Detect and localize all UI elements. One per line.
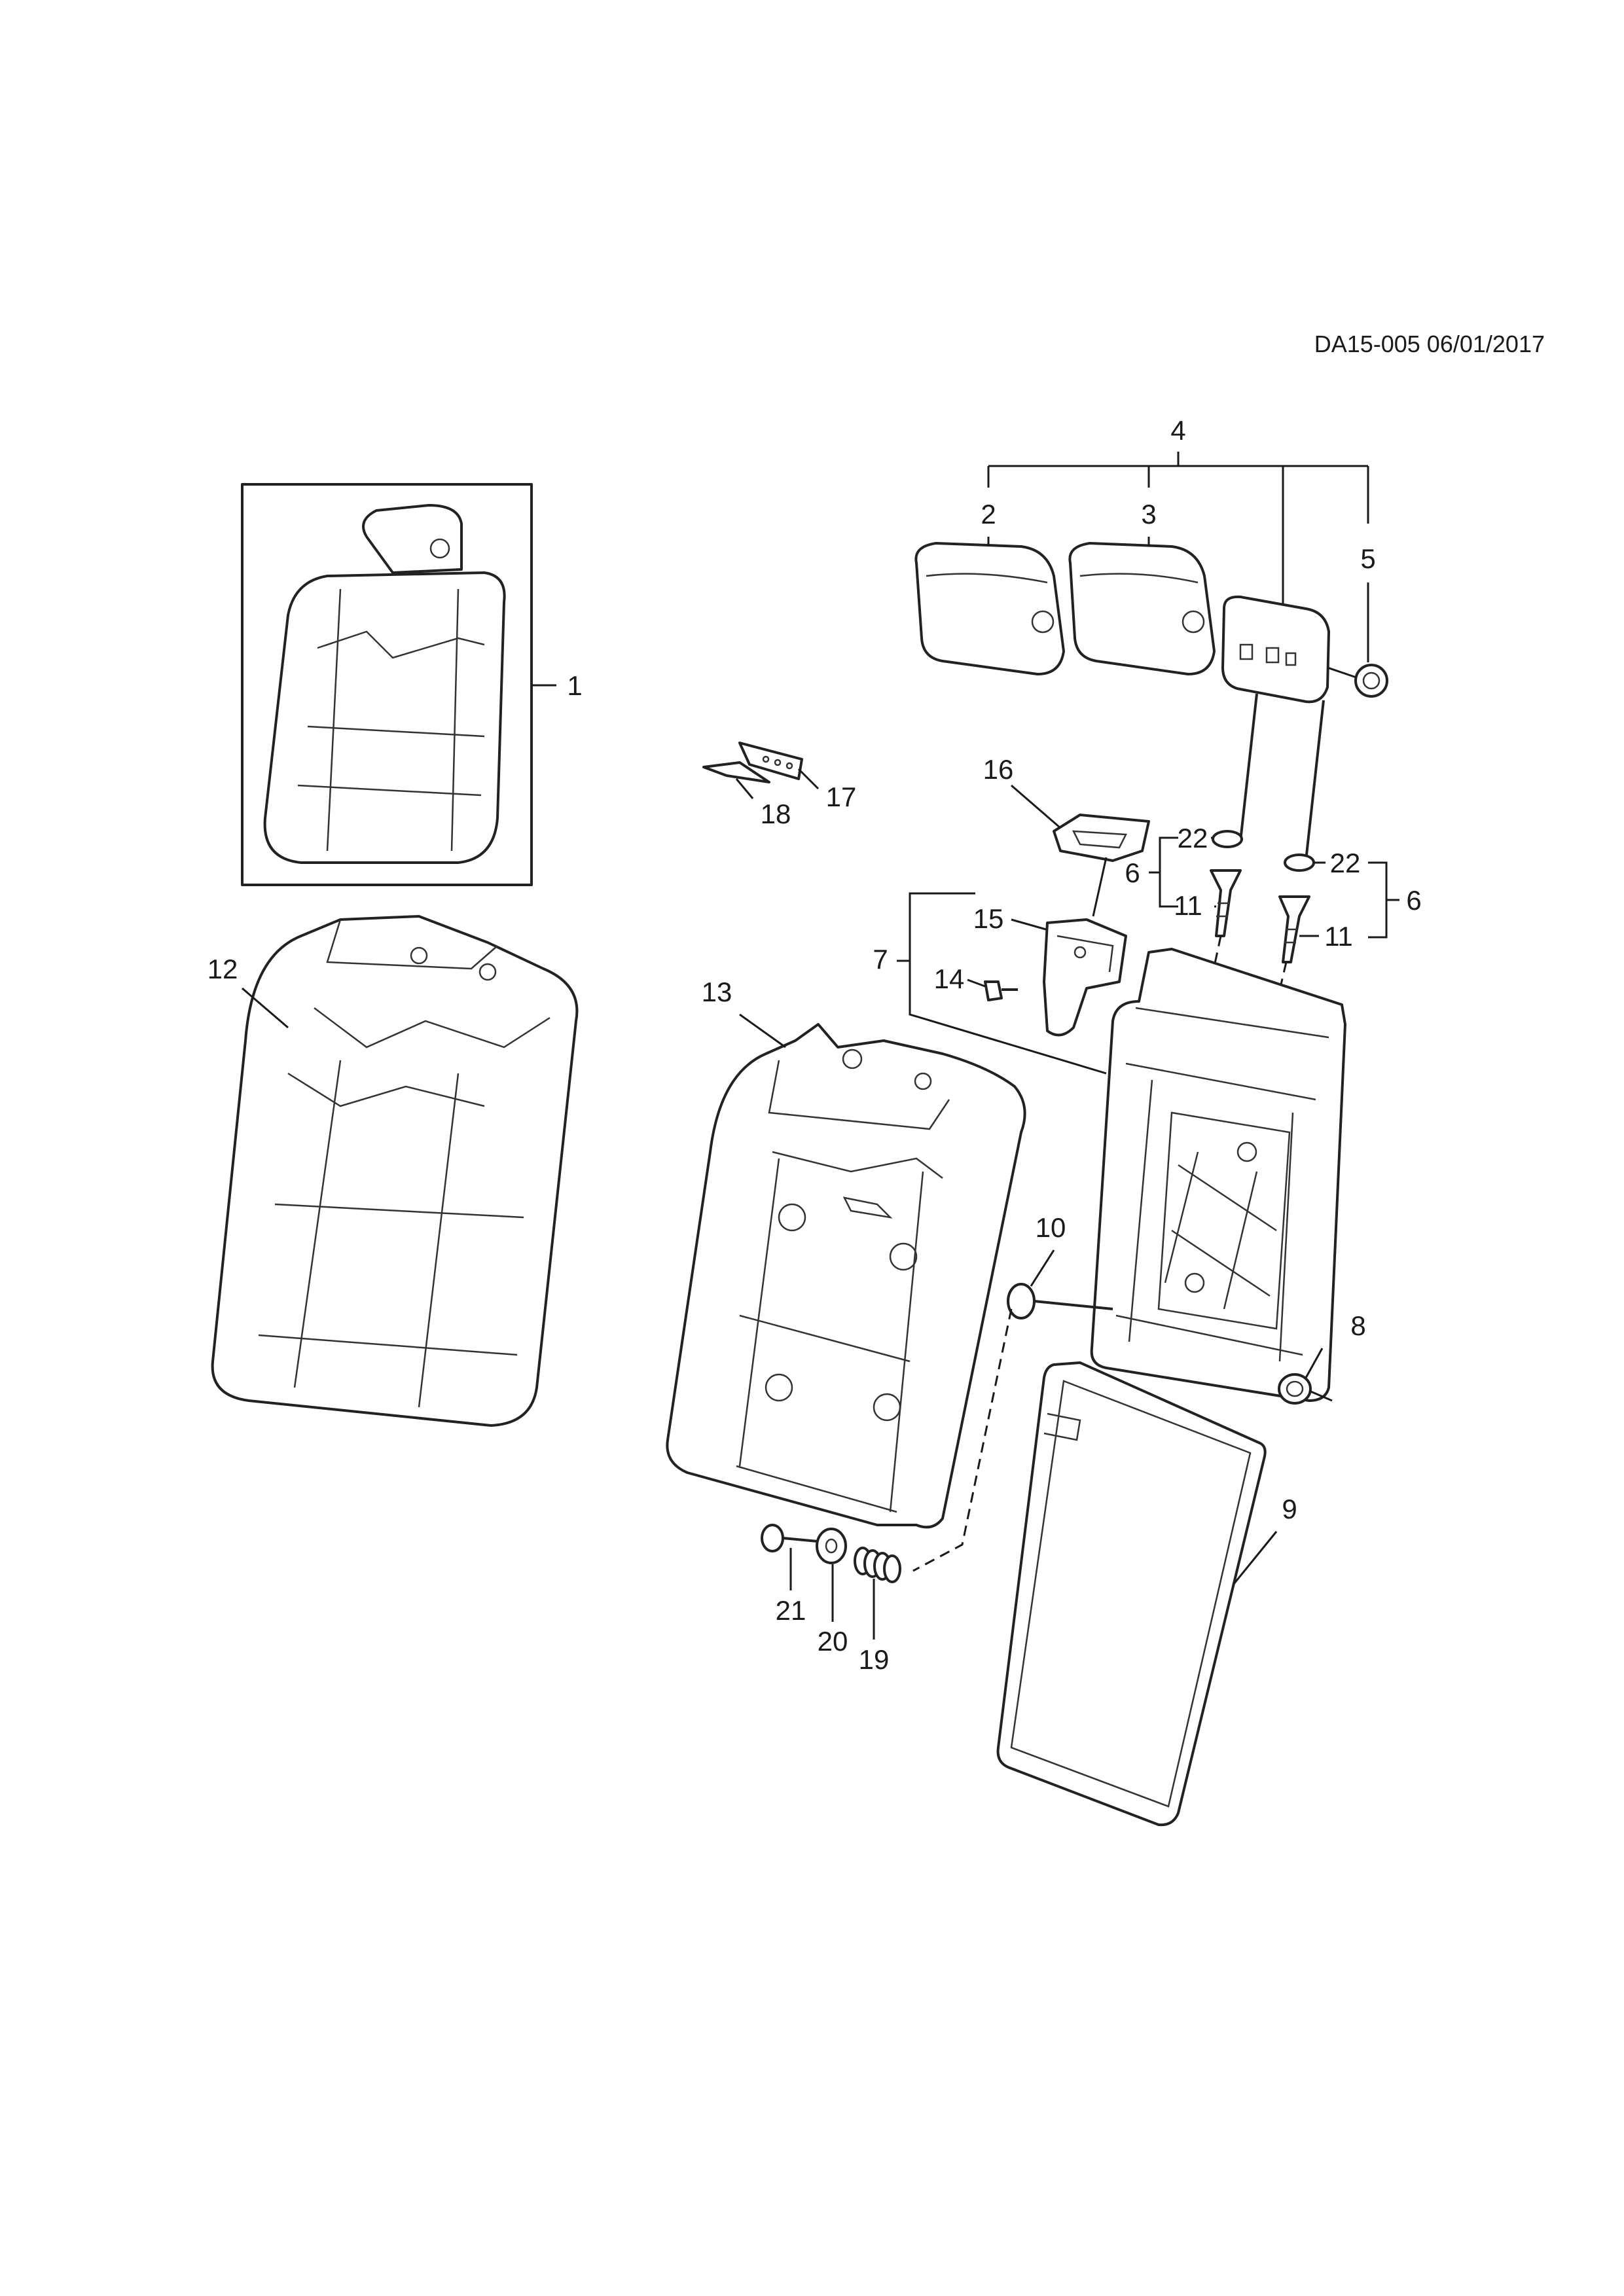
callout-6-right: 6 bbox=[1406, 885, 1421, 916]
part-6-bracket-left bbox=[1149, 836, 1178, 908]
part-15-latch[interactable] bbox=[1043, 918, 1127, 1037]
callout-16: 16 bbox=[983, 754, 1014, 785]
part-20-washer[interactable] bbox=[816, 1528, 847, 1564]
part-6-bracket-right bbox=[1368, 861, 1399, 939]
callout-20: 20 bbox=[818, 1626, 848, 1657]
part-16-release-cover[interactable] bbox=[1053, 814, 1150, 862]
callout-3: 3 bbox=[1141, 499, 1156, 529]
callout-15: 15 bbox=[973, 903, 1004, 934]
callout-14: 14 bbox=[934, 963, 965, 994]
part-12-seat-back-cover[interactable] bbox=[211, 915, 579, 1427]
callout-21: 21 bbox=[776, 1595, 806, 1626]
part-3-headrest[interactable] bbox=[1068, 542, 1216, 675]
part-18-pad[interactable] bbox=[702, 761, 770, 783]
part-4-headrest-assembly-bracket bbox=[987, 452, 1369, 609]
callout-5: 5 bbox=[1360, 543, 1375, 574]
callout-8: 8 bbox=[1350, 1310, 1365, 1341]
callout-2: 2 bbox=[981, 499, 996, 529]
part-14-screw[interactable] bbox=[984, 980, 1018, 1001]
part-11-guide-insert-right[interactable] bbox=[1278, 895, 1310, 963]
callout-12: 12 bbox=[208, 954, 238, 984]
callout-22-right: 22 bbox=[1330, 848, 1361, 878]
seat-back-frame[interactable] bbox=[1090, 948, 1346, 1402]
callout-18: 18 bbox=[761, 798, 791, 829]
part-22-washer-right[interactable] bbox=[1284, 853, 1326, 872]
callout-13: 13 bbox=[702, 977, 732, 1007]
callout-17: 17 bbox=[826, 781, 857, 812]
part-22-washer-left[interactable] bbox=[1211, 830, 1243, 848]
part-17-clip[interactable] bbox=[738, 742, 803, 780]
callout-7: 7 bbox=[873, 944, 888, 975]
part-11-guide-insert-left[interactable] bbox=[1210, 869, 1242, 937]
part-21-bolt[interactable] bbox=[761, 1524, 825, 1552]
callout-11-right: 11 bbox=[1324, 921, 1353, 952]
callout-9: 9 bbox=[1282, 1494, 1297, 1524]
part-5-guide-sleeve[interactable] bbox=[1327, 664, 1388, 698]
part-8-pivot-bushing[interactable] bbox=[1278, 1373, 1312, 1405]
callout-4: 4 bbox=[1170, 415, 1185, 446]
callout-10: 10 bbox=[1036, 1212, 1066, 1243]
part-13-seat-back-pad[interactable] bbox=[666, 1023, 1026, 1529]
headrest-with-guide-rods[interactable] bbox=[1221, 595, 1330, 861]
callout-19: 19 bbox=[859, 1644, 890, 1675]
callout-1: 1 bbox=[567, 670, 582, 701]
callout-6-left: 6 bbox=[1125, 857, 1140, 888]
callout-11-left: 11 bbox=[1174, 890, 1202, 921]
document-reference: DA15-005 06/01/2017 bbox=[1314, 331, 1545, 357]
part-2-headrest[interactable] bbox=[914, 542, 1065, 675]
part-10-pivot-bushing[interactable] bbox=[1007, 1283, 1113, 1319]
part-1-seat-back-assembly[interactable] bbox=[241, 483, 533, 886]
part-7-bracket bbox=[897, 892, 1107, 1075]
part-19-spring[interactable] bbox=[854, 1547, 901, 1583]
part-9-rear-panel[interactable] bbox=[996, 1361, 1267, 1827]
callout-22-left: 22 bbox=[1178, 823, 1208, 853]
